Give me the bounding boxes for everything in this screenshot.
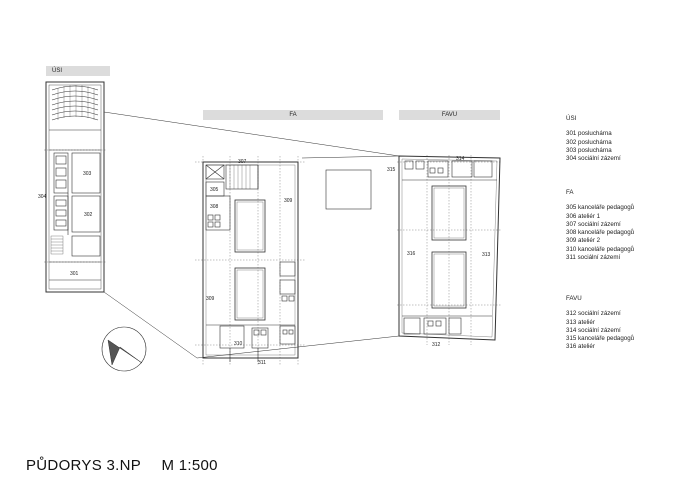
- courtyard-square: [325, 169, 372, 210]
- drawing-scale-text: M 1:500: [161, 457, 218, 474]
- legend-item: 304 sociální zázemí: [566, 155, 621, 163]
- legend-item: 305 kanceláře pedagogů: [566, 204, 635, 212]
- legend-item: 311 sociální zázemí: [566, 254, 621, 262]
- room-label: 309: [284, 198, 293, 204]
- legend-item: 309 ateliér 2: [566, 237, 601, 245]
- room-label: 309: [206, 296, 215, 302]
- legend-item: 314 sociální zázemí: [566, 326, 621, 334]
- room-label: 302: [84, 212, 93, 218]
- room-label: 311: [258, 360, 266, 366]
- legend-usi: ÚSI 301 posluchárna 302 posluchárna 303 …: [566, 115, 621, 163]
- legend-item: 303 posluchárna: [566, 146, 612, 154]
- fa-header: FA: [203, 110, 383, 120]
- usi-header-label: ÚSI: [52, 68, 63, 74]
- legend-item: 306 ateliér 1: [566, 212, 601, 220]
- legend-item: 316 ateliér: [566, 343, 595, 351]
- legend-item: 315 kanceláře pedagogů: [566, 335, 635, 343]
- room-label: 307: [238, 159, 247, 165]
- legend-usi-title: ÚSI: [566, 115, 577, 122]
- legend-item: 308 kanceláře pedagogů: [566, 229, 635, 237]
- legend-item: 310 kanceláře pedagogů: [566, 245, 635, 253]
- legend-favu: FAVU 312 sociální zázemí 313 ateliér 314…: [566, 295, 634, 352]
- room-label: 315: [387, 167, 396, 173]
- drawing-title-text: PŮDORYS 3.NP: [26, 457, 142, 474]
- legend-item: 313 ateliér: [566, 318, 595, 326]
- fa-header-label: FA: [289, 112, 297, 118]
- north-arrow-icon: [101, 326, 147, 372]
- favu-header: FAVU: [399, 110, 500, 120]
- usi-header: ÚSI: [46, 66, 110, 76]
- connector-lines: [103, 111, 400, 359]
- legend-item: 302 posluchárna: [566, 138, 612, 146]
- fa-block: [195, 156, 305, 365]
- legend-fa: FA 305 kanceláře pedagogů 306 ateliér 1 …: [566, 189, 634, 262]
- room-label: 301: [70, 271, 79, 277]
- room-label: 305: [210, 187, 219, 193]
- room-label: 310: [234, 341, 243, 347]
- legend-fa-title: FA: [566, 189, 574, 196]
- favu-header-label: FAVU: [441, 112, 458, 118]
- room-label: 308: [210, 204, 219, 210]
- legend-item: 307 sociální zázemí: [566, 220, 621, 228]
- room-label: 304: [38, 194, 47, 200]
- legend-favu-title: FAVU: [566, 295, 582, 302]
- legend-item: 312 sociální zázemí: [566, 310, 621, 318]
- favu-block: [397, 155, 502, 345]
- room-label: 314: [456, 156, 465, 162]
- room-label: 303: [83, 171, 92, 177]
- legend-item: 301 posluchárna: [566, 130, 612, 138]
- room-label: 316: [407, 251, 416, 257]
- usi-block: [44, 81, 106, 293]
- room-label: 312: [432, 342, 441, 348]
- room-label: 313: [482, 252, 491, 258]
- drawing-title: PŮDORYS 3.NP M 1:500: [26, 457, 234, 474]
